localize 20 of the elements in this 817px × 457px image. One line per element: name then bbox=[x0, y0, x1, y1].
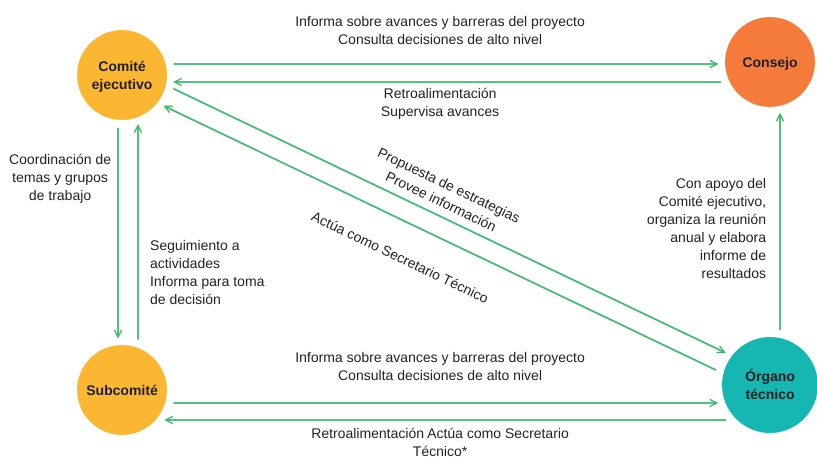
arrow bbox=[164, 416, 726, 424]
edge-label: Coordinación de temas y grupos de trabajo bbox=[8, 150, 112, 204]
arrow bbox=[776, 113, 784, 330]
edge-label: Retroalimentación Supervisa avances bbox=[380, 84, 500, 120]
arrow bbox=[134, 124, 142, 340]
edge-label: Seguimiento a actividades Informa para toma de decisión bbox=[150, 236, 266, 308]
arrow bbox=[174, 60, 718, 68]
node-title: Subcomité bbox=[85, 381, 159, 399]
edge-label: Informa sobre avances y barreras del proyecto Consulta decisiones de alto nivel bbox=[294, 12, 586, 48]
arrow bbox=[114, 128, 122, 338]
edge-label: Informa sobre avances y barreras del proyecto Consulta decisiones de alto nivel bbox=[294, 348, 586, 384]
arrow bbox=[164, 106, 716, 371]
edge-label: Retroalimentación Actúa como Secretario Técnico* bbox=[310, 424, 570, 457]
node-title: Órgano técnico bbox=[744, 367, 796, 403]
arrow bbox=[174, 78, 721, 86]
arrow bbox=[173, 398, 718, 408]
edge-label: Con apoyo del Comité ejecutivo, organiza la reunión anual y elabora informe de resultados bbox=[646, 174, 766, 282]
node-title: Consejo bbox=[741, 53, 799, 71]
arrow bbox=[172, 88, 726, 354]
node-title: Comité ejecutivo bbox=[90, 57, 154, 93]
